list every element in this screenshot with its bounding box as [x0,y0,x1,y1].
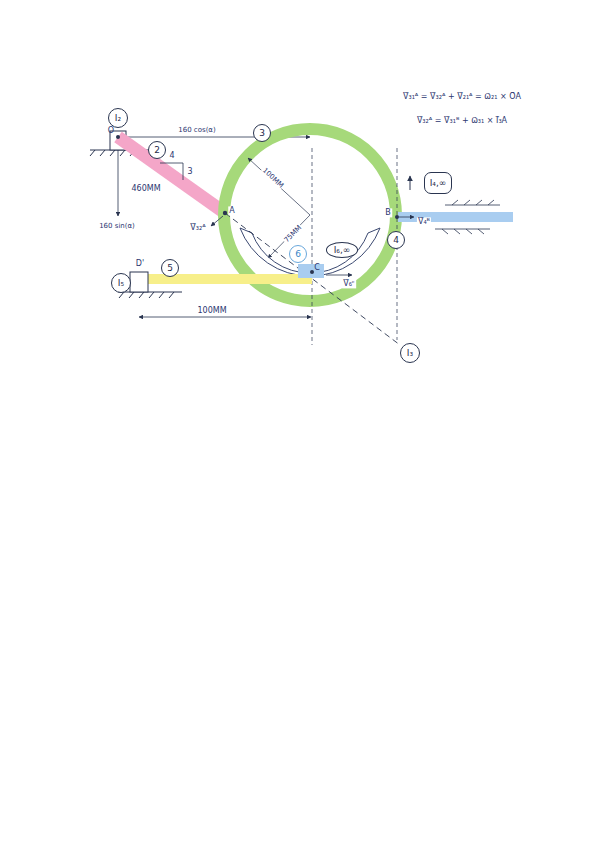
callout-circle: 3 [253,124,271,142]
point-label: D' [135,259,145,268]
equation: V⃗₃₁ᴬ = V⃗₃₂ᴬ + V⃗₂₁ᴬ = ω⃗₂₁ × O⃗A [402,92,522,101]
dimension-label: 100MM [260,166,286,191]
point-a [223,211,227,215]
slider-guide [435,200,500,234]
point-label: B [384,208,392,217]
point-label: C [313,263,321,272]
link-2 [118,137,225,213]
velocity-arrow [399,217,414,218]
node-text: 5 [167,263,173,273]
callout-circle: 5 [161,259,179,277]
callout-circle: I₅ [111,273,131,293]
point-label: A [228,206,235,215]
callout-circle: 6 [289,245,307,263]
axis-arrow [118,150,119,216]
axis-label: 160 sin(α) [98,222,136,230]
construction-line [312,148,313,345]
velocity-label: V⃗₄ᴮ [417,217,431,226]
axis-label: 160 cos(α) [177,126,216,134]
node-text: I₂ [115,113,121,123]
node-text: I₆,∞ [334,245,351,255]
point-c [310,270,314,274]
pivot-dot [116,135,120,139]
center-marker: I₆,∞ [326,242,359,258]
callout-circle: 2 [148,141,166,159]
node-text: 4 [393,235,399,245]
equation: V⃗₃₂ᴬ = V⃗₃₁ᴮ + ω⃗₃₁ × I⃗₃A [416,116,508,125]
node-text: 6 [295,249,301,259]
dimension-label: 100MM [196,306,227,315]
node-text: I₄,∞ [430,178,447,188]
node-text: 2 [154,145,160,155]
slope-triangle [160,163,183,180]
slider-4 [398,212,513,222]
node-text: 3 [259,128,265,138]
dimension-line [139,317,311,318]
velocity-arrow [211,216,223,226]
slider-6 [298,264,324,278]
node-text: I₅ [118,278,124,288]
dimension-label: 460MM [130,184,161,193]
dimension-label: 75MM [282,223,304,245]
direction-arrow [410,176,411,190]
point-b [395,215,399,219]
velocity-label: V⃗₆ᶜ [342,279,356,288]
center-marker: I₄,∞ [424,172,453,194]
radius-line [248,158,310,215]
callout-circle: 4 [387,231,405,249]
velocity-label: V⃗₃₂ᴬ [189,223,206,232]
slope-number: 4 [168,151,175,160]
velocity-arrow [326,275,352,276]
point-label: O [107,126,115,135]
node-text: I₃ [407,348,413,358]
slope-number: 3 [186,167,193,176]
callout-circle: I₃ [400,343,420,363]
callout-circle: I₂ [108,108,128,128]
